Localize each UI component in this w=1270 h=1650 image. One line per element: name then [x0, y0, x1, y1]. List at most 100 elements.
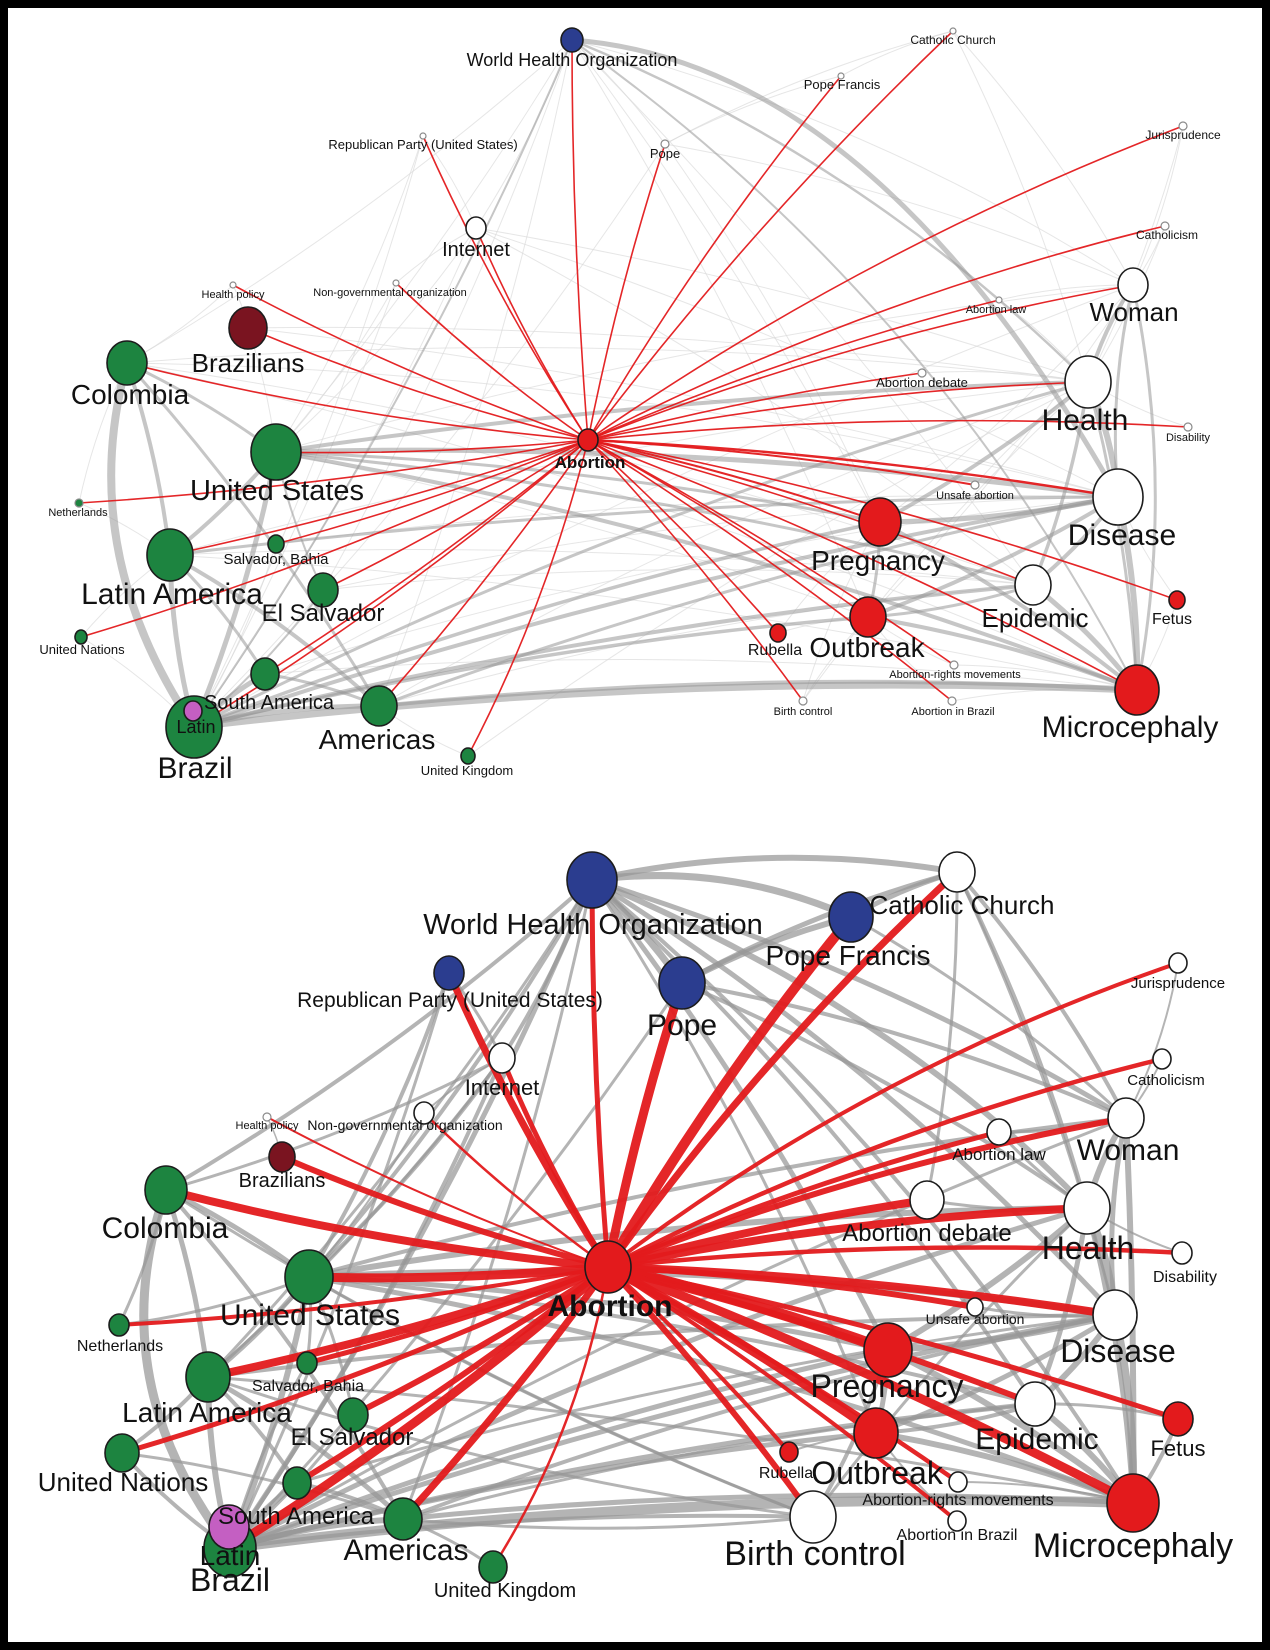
edge-abortion-epidemic [607, 1264, 1037, 1407]
node-ngo [392, 279, 400, 287]
edge-abortion-salvador_bahia [275, 439, 589, 545]
node-outbreak [849, 596, 887, 638]
label-birth_control: Birth control [774, 706, 833, 718]
edge-pope-catholic_church [664, 30, 954, 145]
edge-who-health [571, 38, 1089, 383]
label-abortion_debate: Abortion debate [842, 1220, 1011, 1247]
edge-abortion-brazil [227, 1263, 611, 1552]
edge-who-el_salvador [322, 39, 573, 591]
edge-who-americas [378, 39, 573, 707]
edge-jurisprudence-health [1087, 125, 1184, 383]
label-abortion_law: Abortion law [966, 304, 1027, 316]
label-epidemic: Epidemic [975, 1423, 1098, 1456]
node-disease [1092, 1289, 1138, 1341]
edge-abortion-microcephaly [587, 439, 1138, 691]
node-colombia [106, 340, 148, 386]
edge-jurisprudence-woman [1132, 125, 1184, 286]
label-health: Health [1042, 1230, 1135, 1266]
edge-latin_america-americas [169, 553, 381, 708]
edge-el_salvador-disease [322, 496, 1119, 591]
edge-brazil-microcephaly [193, 681, 1138, 731]
node-el_salvador [337, 1397, 369, 1433]
label-americas: Americas [319, 724, 436, 755]
label-abortion: Abortion [548, 1290, 673, 1323]
edge-abortion-unsafe_abortion [587, 439, 976, 486]
edge-pope-brazil [193, 143, 666, 728]
label-epidemic: Epidemic [982, 603, 1089, 633]
node-abortion_debate [917, 368, 927, 378]
label-catholic_church: Catholic Church [870, 890, 1055, 920]
edge-abortion-jurisprudence [606, 961, 1179, 1269]
edge-abortion-abortion_debate [587, 372, 923, 441]
node-catholicism [1160, 221, 1170, 231]
node-brazil [165, 695, 223, 759]
node-united_kingdom [478, 1550, 508, 1584]
label-outbreak: Outbreak [809, 632, 925, 663]
label-abortion_in_brazil: Abortion in Brazil [897, 1527, 1018, 1544]
label-pope_francis: Pope Francis [804, 77, 881, 92]
node-internet [465, 216, 487, 240]
edge-disease-outbreak [875, 1312, 1117, 1436]
node-abortion_in_brazil [947, 696, 957, 706]
edge-abortion-birth_control [605, 1264, 816, 1519]
edge-who-woman [591, 877, 1128, 1121]
edge-united_states-epidemic [275, 450, 1034, 587]
label-pope_francis: Pope Francis [766, 940, 931, 971]
label-abortion_rights: Abortion-rights movements [889, 669, 1021, 681]
label-ngo: Non-governmental organization [307, 1117, 502, 1133]
label-fetus: Fetus [1150, 1436, 1205, 1461]
node-woman [1117, 267, 1149, 303]
edge-abortion-who [589, 879, 611, 1268]
node-microcephaly [1106, 1473, 1160, 1533]
edge-colombia-brazil [107, 361, 198, 730]
edge-brazilians-disease [247, 327, 1119, 498]
label-abortion_in_brazil: Abortion in Brazil [911, 706, 994, 718]
node-latin_america [146, 528, 194, 582]
node-united_states [250, 423, 302, 481]
label-jurisprudence: Jurisprudence [1145, 128, 1221, 142]
edge-abortion-el_salvador [351, 1264, 610, 1418]
edge-who-pregnancy [571, 39, 881, 523]
node-pope_francis [828, 891, 874, 943]
node-south_america [250, 657, 280, 691]
edge-abortion-epidemic [587, 439, 1034, 586]
node-americas [360, 685, 398, 727]
edge-brazil-pregnancy [193, 520, 881, 729]
label-colombia: Colombia [102, 1212, 229, 1245]
edge-americas-disease [378, 495, 1119, 708]
label-abortion_rights: Abortion-rights movements [862, 1492, 1053, 1509]
edge-who-united_states [275, 39, 573, 453]
edge-colombia-disease [126, 362, 1119, 498]
node-el_salvador [307, 572, 339, 608]
label-rubella: Rubella [759, 1465, 813, 1482]
edge-abortion-abortion_law [587, 299, 1000, 441]
edge-abortion-health [587, 381, 1089, 441]
edge-abortion-united_kingdom [491, 1266, 610, 1568]
node-pope [660, 139, 670, 149]
edge-rep_party-united_states [307, 972, 451, 1279]
node-netherlands [108, 1313, 130, 1337]
node-abortion_debate [909, 1180, 945, 1220]
label-who: World Health Organization [467, 50, 678, 70]
edge-americas-microcephaly [402, 1492, 1134, 1522]
node-disease [1092, 468, 1144, 526]
edge-abortion-americas [400, 1264, 611, 1522]
label-catholic_church: Catholic Church [910, 33, 995, 47]
edge-who-epidemic [590, 878, 1037, 1406]
node-colombia [144, 1165, 188, 1215]
label-brazil: Brazil [190, 1562, 270, 1598]
edge-disease-pregnancy [879, 494, 1119, 525]
edge-rep_party-united_states [275, 135, 424, 453]
edge-abortion-abortion_law [606, 1129, 1000, 1270]
edge-who-latin_america [206, 879, 594, 1379]
edge-south_america-disease [296, 1313, 1116, 1485]
label-health_policy: Health policy [202, 289, 265, 301]
node-salvador_bahia [296, 1351, 318, 1375]
node-salvador_bahia [267, 534, 285, 554]
node-fetus [1168, 590, 1186, 610]
edge-abortion-latin_america [207, 1263, 610, 1381]
edge-who-epidemic [571, 39, 1034, 586]
edge-abortion-health [607, 1204, 1088, 1271]
label-salvador_bahia: Salvador, Bahia [252, 1378, 364, 1395]
node-epidemic [1014, 564, 1052, 606]
